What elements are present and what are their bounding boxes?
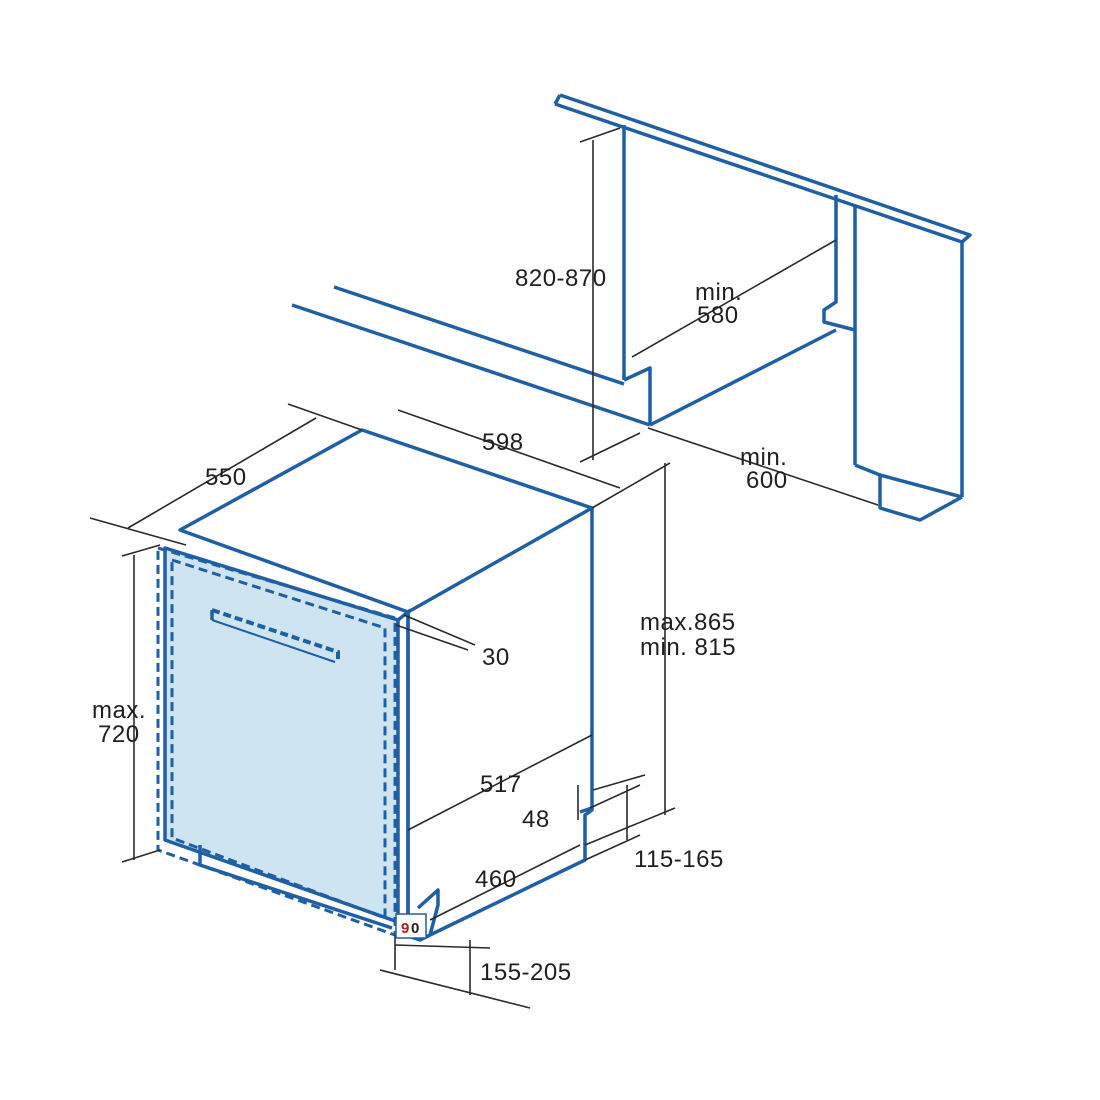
label-door-height-val: 720	[98, 721, 140, 748]
label-plinth-height: 115-165	[634, 846, 724, 873]
door-handle	[211, 608, 340, 660]
niche-worktop	[554, 93, 972, 244]
label-base-depth: 460	[475, 866, 517, 893]
label-angle-90-a: 9	[401, 920, 409, 937]
angle-90-box	[395, 913, 427, 939]
label-foot-height: 155-205	[480, 959, 572, 986]
label-inner-depth: 517	[480, 771, 522, 798]
label-height-range: 820-870	[515, 265, 607, 292]
label-appliance-height-min: min. 815	[640, 634, 736, 661]
label-door-height-max: max.	[92, 697, 146, 724]
label-angle-90-b: 0	[411, 920, 419, 937]
niche-cabinet	[291, 93, 972, 522]
dishwasher-door	[156, 546, 410, 938]
niche-dimensions	[579, 127, 879, 506]
label-niche-depth-min: min.	[695, 279, 742, 306]
label-width: 598	[482, 429, 524, 456]
label-appliance-height-max: max.865	[640, 609, 736, 636]
label-niche-width-min: min.	[740, 444, 787, 471]
dishwasher-dimensions	[89, 403, 676, 1009]
dimension-labels: 820-870 min. 580 min. 600 598 550 30 max…	[92, 265, 788, 986]
label-door-thickness: 30	[482, 644, 510, 671]
label-niche-depth-val: 580	[697, 302, 739, 329]
label-niche-width-val: 600	[746, 467, 788, 494]
label-plinth-depth: 48	[522, 806, 550, 833]
label-depth: 550	[205, 464, 247, 491]
